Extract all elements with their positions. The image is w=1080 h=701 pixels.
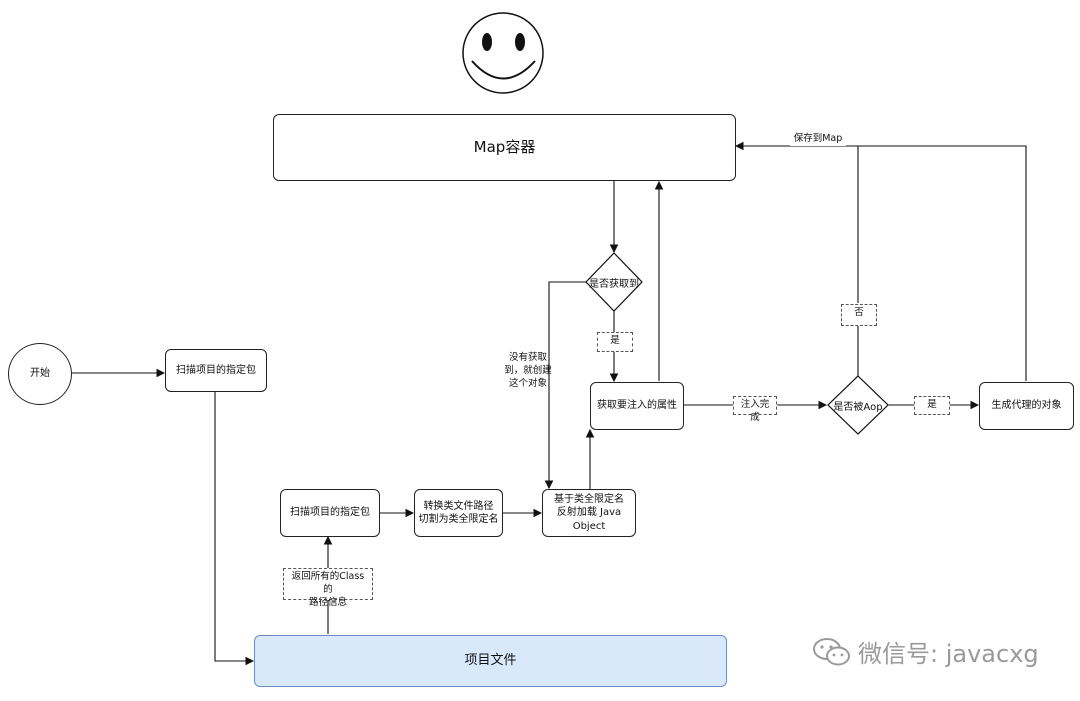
scan-package-top-node: 扫描项目的指定包 <box>165 349 267 392</box>
reflect-load-node: 基于类全限定名 反射加载 Java Object <box>542 489 636 537</box>
not-found-create-label: 没有获取 到，就创建 这个对象 <box>504 352 552 389</box>
is-aop-decision-diamond <box>827 375 889 435</box>
is-aop-decision-label: 是否被Aop <box>833 402 883 413</box>
wechat-watermark: 微信号: javacxg <box>812 634 1039 669</box>
start-node: 开始 <box>8 343 72 405</box>
inject-done-label: 注入完成 <box>733 396 777 423</box>
get-map-decision-label: 是否获取到 <box>589 279 639 290</box>
generate-proxy-node: 生成代理的对象 <box>979 382 1074 430</box>
scan-package-bottom-node: 扫描项目的指定包 <box>280 489 380 537</box>
flow-edges <box>72 141 1027 666</box>
watermark-text: 微信号: javacxg <box>858 640 1039 668</box>
no-label: 否 <box>841 304 877 326</box>
project-files-node: 项目文件 <box>254 635 727 687</box>
return-class-paths-label: 返回所有的Class的 路径信息 <box>283 568 373 608</box>
yes-label-get: 是 <box>597 332 633 352</box>
smiley-face-icon <box>462 12 544 94</box>
wechat-icon <box>813 637 850 665</box>
convert-path-node: 转换类文件路径 切割为类全限定名 <box>414 489 503 537</box>
save-to-map-label: 保存到Map <box>790 133 846 146</box>
get-inject-property-node: 获取要注入的属性 <box>590 382 684 430</box>
yes-label-aop: 是 <box>914 396 950 415</box>
map-container-node: Map容器 <box>273 114 736 181</box>
